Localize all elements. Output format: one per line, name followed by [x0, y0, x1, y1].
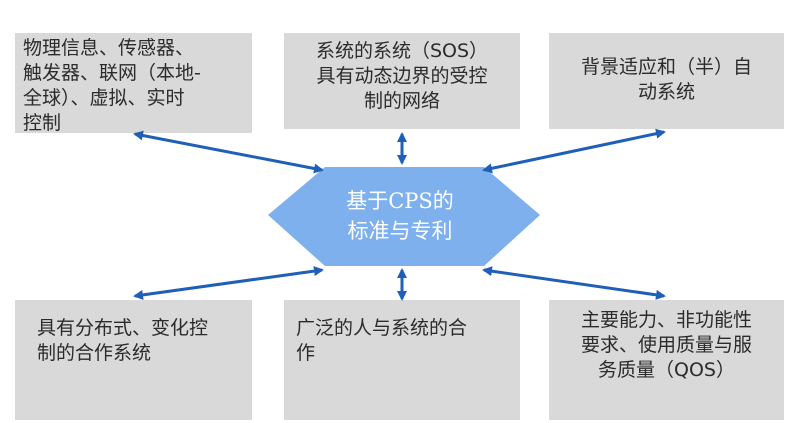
center-hexagon — [268, 167, 540, 266]
box-distributed-control: 具有分布式、变化控 制的合作系统 — [15, 300, 252, 420]
arrow-top-right — [482, 128, 666, 174]
box-physical-info: 物理信息、传感器、 触发器、联网（本地- 全球）、虚拟、实时 控制 — [15, 33, 252, 133]
arrow-bottom-left — [133, 266, 324, 300]
box-context-adaptive: 背景适应和（半）自 动系统 — [549, 33, 784, 129]
box-human-system-cooperation: 广泛的人与系统的合 作 — [284, 300, 520, 420]
box-physical-info-text: 物理信息、传感器、 触发器、联网（本地- 全球）、虚拟、实时 控制 — [23, 37, 201, 133]
arrow-bottom-right — [482, 266, 666, 300]
center-hexagon-label: 基于CPS的 标准与专利 — [346, 189, 454, 243]
box-key-capabilities: 主要能力、非功能性 要求、使用质量与服 务质量（QOS） — [549, 300, 784, 420]
box-key-capabilities-text: 主要能力、非功能性 要求、使用质量与服 务质量（QOS） — [580, 309, 752, 381]
box-distributed-control-text: 具有分布式、变化控 制的合作系统 — [37, 317, 209, 364]
box-system-of-systems-text: 系统的系统（SOS） 具有动态边界的受控 制的网络 — [315, 40, 489, 112]
box-human-system-cooperation-text: 广泛的人与系统的合 作 — [296, 317, 468, 364]
arrow-top-left — [133, 130, 324, 174]
box-system-of-systems: 系统的系统（SOS） 具有动态边界的受控 制的网络 — [284, 33, 520, 129]
box-context-adaptive-text: 背景适应和（半）自 动系统 — [580, 56, 752, 103]
